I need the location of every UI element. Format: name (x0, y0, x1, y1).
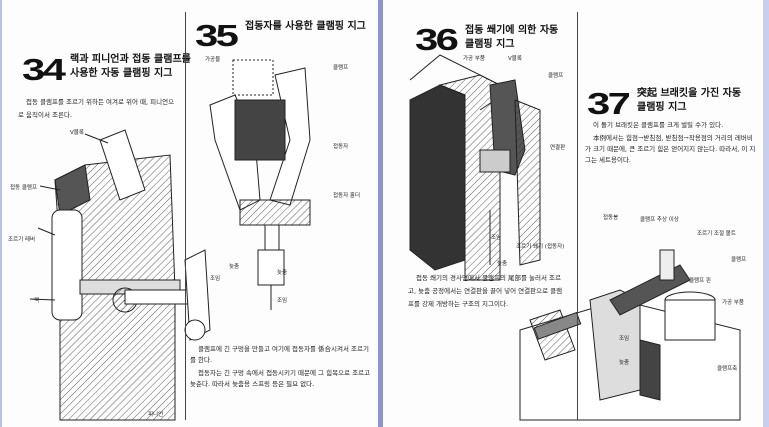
figure-label: 늦춤 (619, 360, 630, 366)
figure-35-slider-jig (209, 59, 311, 310)
section-paragraph: 이 돌기 브래킷은 클램프를 크게 벌릴 수가 있다. (593, 121, 724, 129)
figure-label: 접동자 홀더 (333, 193, 361, 199)
section-paragraph: 클램프에 긴 구멍을 만들고 여기에 접동자를 係合시켜서 조르기를 한다. (190, 345, 369, 364)
figure-label: 늦춤 (277, 270, 288, 276)
section-35-text: 클램프에 긴 구멍을 만들고 여기에 접동자를 係合시켜서 조르기를 한다. 접… (190, 344, 372, 392)
figure-label: 가공 부품 (722, 300, 744, 306)
figure-label: 랙 (34, 298, 40, 304)
figure-label: 조르기 레버 (8, 237, 36, 243)
column-divider (577, 12, 578, 420)
section-number: 35 (195, 18, 239, 53)
figure-label: V블록 (508, 56, 522, 62)
figure-label: 접동봉 (603, 215, 619, 221)
figure-34-rack-pinion-jig (29, 129, 211, 421)
section-title: 突起 브래킷을 가진 자동 (637, 88, 742, 99)
section-title: 클램핑 지그 (465, 39, 515, 50)
figure-label: 가공 부품 (463, 56, 485, 62)
figure-label: 클램프축 (717, 366, 738, 372)
figure-label: 늦춤 (229, 264, 240, 270)
section-title: 접동자를 사용한 클램핑 지그 (245, 21, 366, 32)
figure-label: 조임 (210, 276, 221, 282)
page-edge (763, 0, 769, 427)
figure-label: 조임 (277, 298, 288, 304)
figure-37-bracket-jig (519, 249, 741, 421)
figure-label: 연결판 (550, 145, 566, 151)
figure-label: 조르기 조절 볼트 (697, 231, 736, 237)
figure-label: 클램프 추상 이상 (640, 217, 679, 223)
figure-label: 클램프 (731, 257, 747, 263)
figure-label: 가공물 (205, 57, 221, 63)
section-number: 36 (415, 22, 459, 57)
section-title: 랙과 피니언과 접동 클램프를 (70, 54, 191, 65)
figure-label: V블록 (70, 130, 84, 136)
figure-label: 늦춤 (497, 261, 508, 267)
figure-label: 조임 (491, 235, 502, 241)
figure-label: 접동자 (333, 144, 349, 150)
section-paragraph: 접동자는 긴 구멍 속에서 접동시키기 때문에 그 힘목으로 조르고 늦춘다. … (190, 369, 371, 388)
section-title: 사용한 자동 클램핑 지그 (70, 68, 173, 79)
figure-label: 클램프 (548, 73, 564, 79)
section-title: 클램핑 지그 (637, 102, 687, 113)
section-paragraph: 本例에서는 힘점→받침점, 받침점→작용점의 거리의 레버비가 크기 때문에, … (585, 134, 756, 164)
section-paragraph: 접동 클램프를 조르기 위하든 여겨로 위어 때, 피니언으로 움직이서 조른다… (18, 98, 175, 119)
section-37-text: 이 돌기 브래킷은 클램프를 크게 벌릴 수가 있다. 本例에서는 힘점→받침점… (585, 120, 757, 168)
column-divider (185, 12, 186, 420)
book-spine (378, 0, 383, 427)
section-title: 접동 쐐기에 의한 자동 (465, 25, 559, 36)
figure-label: 조임 (619, 336, 630, 342)
section-paragraph: 접동 쐐기의 경사면에서 클램프의 尾部를 눌러서 조르고, 늦춤 공정에서는 … (408, 274, 563, 308)
figure-label: 클램프 (333, 65, 349, 71)
figure-label: 조르기 쐐기 (접동자) (516, 244, 565, 250)
figure-label: 클램프 핀 (689, 278, 711, 284)
section-number: 34 (22, 52, 66, 87)
figure-36-wedge-jig (409, 54, 541, 281)
section-number: 37 (587, 86, 631, 121)
figure-label: 피니언 (148, 412, 164, 418)
figure-label: 접동 클램프 (10, 185, 38, 191)
